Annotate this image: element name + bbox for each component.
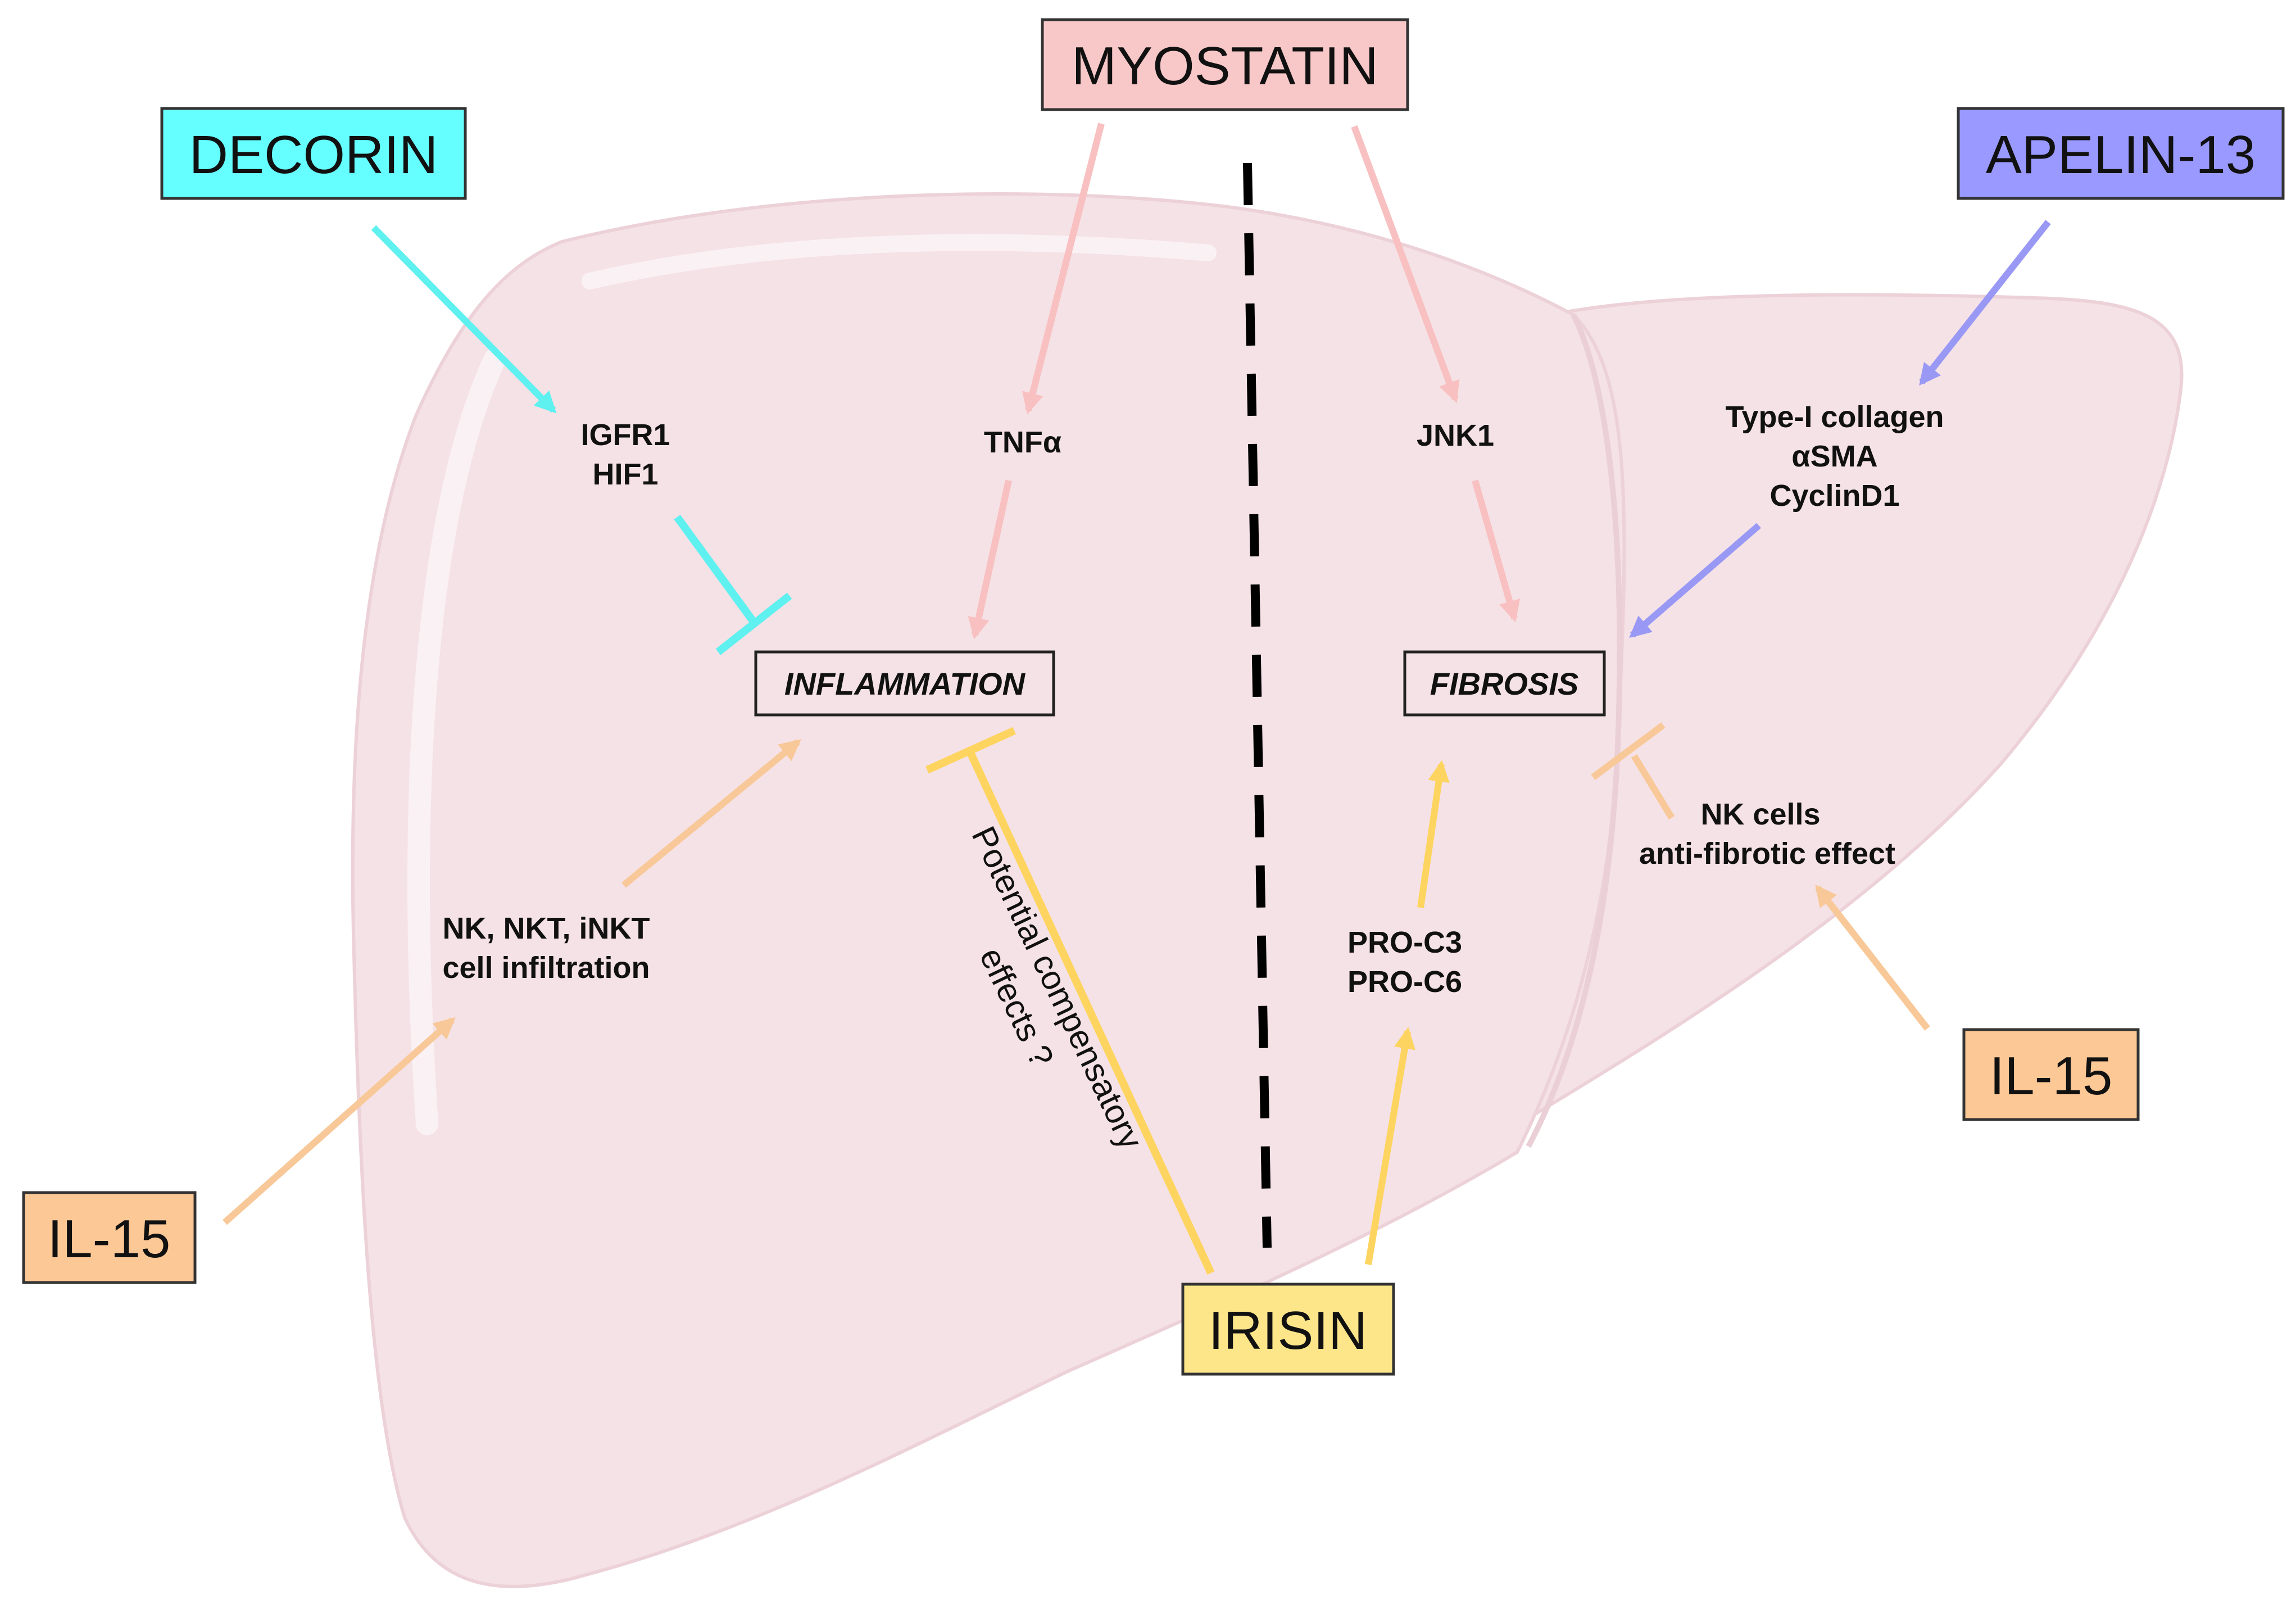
arrow-il15-to-nk-infiltration	[223, 1017, 456, 1225]
liver-right-lobe	[1459, 293, 2184, 1156]
nk-infiltration-line2: cell infiltration	[442, 951, 650, 985]
decorin-box: DECORIN	[160, 107, 467, 200]
liver-left-lobe	[351, 192, 1626, 1588]
jnk1-label: JNK1	[1417, 419, 1494, 452]
arrow-tnfa-to-inflammation	[968, 479, 1012, 640]
il15-left-box: IL-15	[22, 1191, 197, 1284]
central-divider-line	[1243, 162, 1272, 1248]
irisin-label: IRISIN	[1209, 1301, 1368, 1361]
liver-silhouette	[351, 192, 2184, 1588]
liver-highlight-top	[582, 234, 1217, 289]
liver-lobe-divider	[1526, 313, 1623, 1148]
cyclind1-label: CyclinD1	[1769, 479, 1899, 513]
arrow-myostatin-to-jnk1	[1351, 125, 1460, 404]
inhibit-irisin-to-inflammation	[965, 749, 1215, 1275]
hif1-label: HIF1	[592, 457, 658, 491]
myostatin-box: MYOSTATIN	[1041, 18, 1409, 111]
apelin13-label: APELIN-13	[1986, 125, 2256, 185]
il15-left-label: IL-15	[48, 1209, 171, 1269]
decorin-label: DECORIN	[189, 125, 438, 185]
inhibit-bar-nk-cells	[1591, 722, 1666, 780]
inhibit-bar-irisin	[925, 727, 1016, 774]
arrow-jnk1-to-fibrosis	[1472, 479, 1521, 623]
myostatin-label: MYOSTATIN	[1072, 36, 1378, 96]
arrow-myostatin-to-tnfa	[1022, 123, 1105, 415]
tnfa-label: TNFα	[984, 425, 1061, 459]
arrow-il15-to-nk-cells	[1815, 884, 1930, 1031]
arrow-decorin-to-igfr1	[371, 225, 557, 414]
fibrosis-label: FIBROSIS	[1430, 666, 1578, 701]
pro-c3-label: PRO-C3	[1347, 926, 1462, 959]
inhibit-nk-cells-to-fibrosis	[1631, 754, 1675, 820]
liver-highlight	[407, 348, 506, 1135]
nk-cells-label: NK cells	[1700, 798, 1820, 831]
inflammation-label: INFLAMMATION	[784, 666, 1026, 701]
anti-fibrotic-label: anti-fibrotic effect	[1639, 837, 1895, 871]
irisin-box: IRISIN	[1181, 1283, 1395, 1376]
arrow-collagen-to-fibrosis	[1629, 523, 1761, 638]
il15-right-box: IL-15	[1962, 1028, 2140, 1121]
arrow-pro-c-to-fibrosis	[1417, 760, 1450, 908]
apelin13-box: APELIN-13	[1957, 107, 2285, 200]
inhibit-hif1-to-inflammation	[674, 514, 756, 624]
pro-c6-label: PRO-C6	[1347, 965, 1462, 999]
nk-infiltration-line1: NK, NKT, iNKT	[443, 912, 650, 945]
arrow-nk-infiltration-to-inflammation	[621, 739, 801, 888]
arrow-irisin-to-pro-c	[1365, 1027, 1415, 1265]
type1-collagen-label: Type-I collagen	[1725, 400, 1944, 434]
fibrosis-box: FIBROSIS	[1403, 650, 1606, 717]
asma-label: αSMA	[1791, 440, 1877, 473]
igfr1-label: IGFR1	[580, 418, 670, 452]
inhibit-bar-decorin	[715, 592, 792, 655]
inflammation-box: INFLAMMATION	[754, 650, 1055, 717]
il15-right-label: IL-15	[1990, 1046, 2113, 1106]
arrow-apelin-to-collagen	[1919, 220, 2051, 386]
